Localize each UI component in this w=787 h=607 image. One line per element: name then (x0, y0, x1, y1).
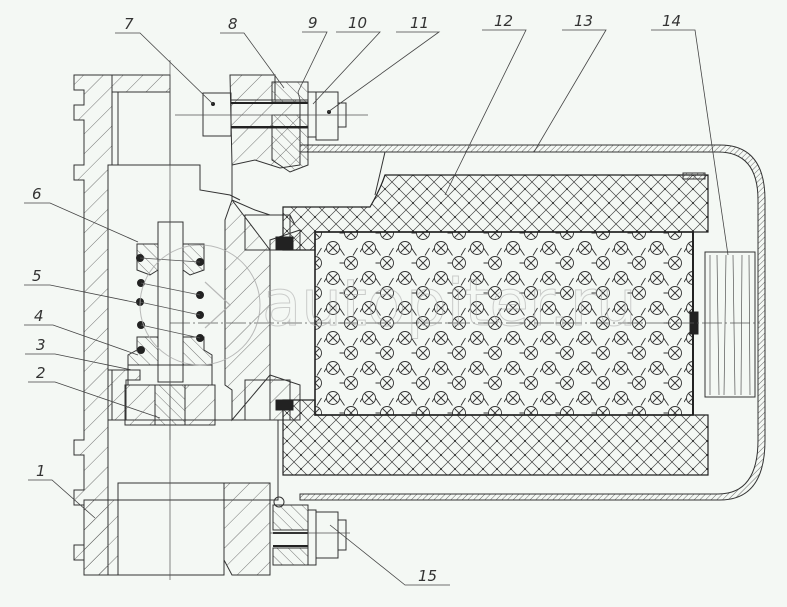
arrow-logo-chevron (204, 281, 231, 329)
callout-12: 12 (494, 12, 513, 30)
housing-body (73, 60, 279, 580)
top-bolt-assembly (175, 91, 368, 141)
callouts: 1 2 3 4 5 6 7 8 9 10 11 12 13 (24, 12, 729, 586)
callout-6: 6 (32, 185, 42, 203)
callout-14: 14 (662, 12, 681, 30)
watermark: autopiter.ru (139, 244, 637, 366)
callout-11: 11 (410, 14, 429, 32)
callout-1: 1 (36, 462, 46, 480)
callout-5: 5 (32, 267, 42, 285)
arrow-logo-icon (139, 244, 261, 366)
filter-element (275, 172, 709, 476)
callout-10: 10 (348, 14, 367, 32)
callout-3: 3 (36, 336, 46, 354)
callout-4: 4 (34, 307, 44, 325)
callout-15: 15 (418, 567, 437, 585)
watermark-text: autopiter.ru (262, 267, 637, 341)
relief-valve (124, 200, 216, 440)
bottom-bolt-assembly (270, 496, 350, 566)
callout-7: 7 (124, 15, 134, 33)
callout-8: 8 (228, 15, 238, 33)
callout-9: 9 (308, 14, 318, 32)
callout-2: 2 (36, 364, 46, 382)
filter-shell (299, 144, 766, 501)
bellows-spring (704, 251, 756, 398)
callout-13: 13 (574, 12, 593, 30)
